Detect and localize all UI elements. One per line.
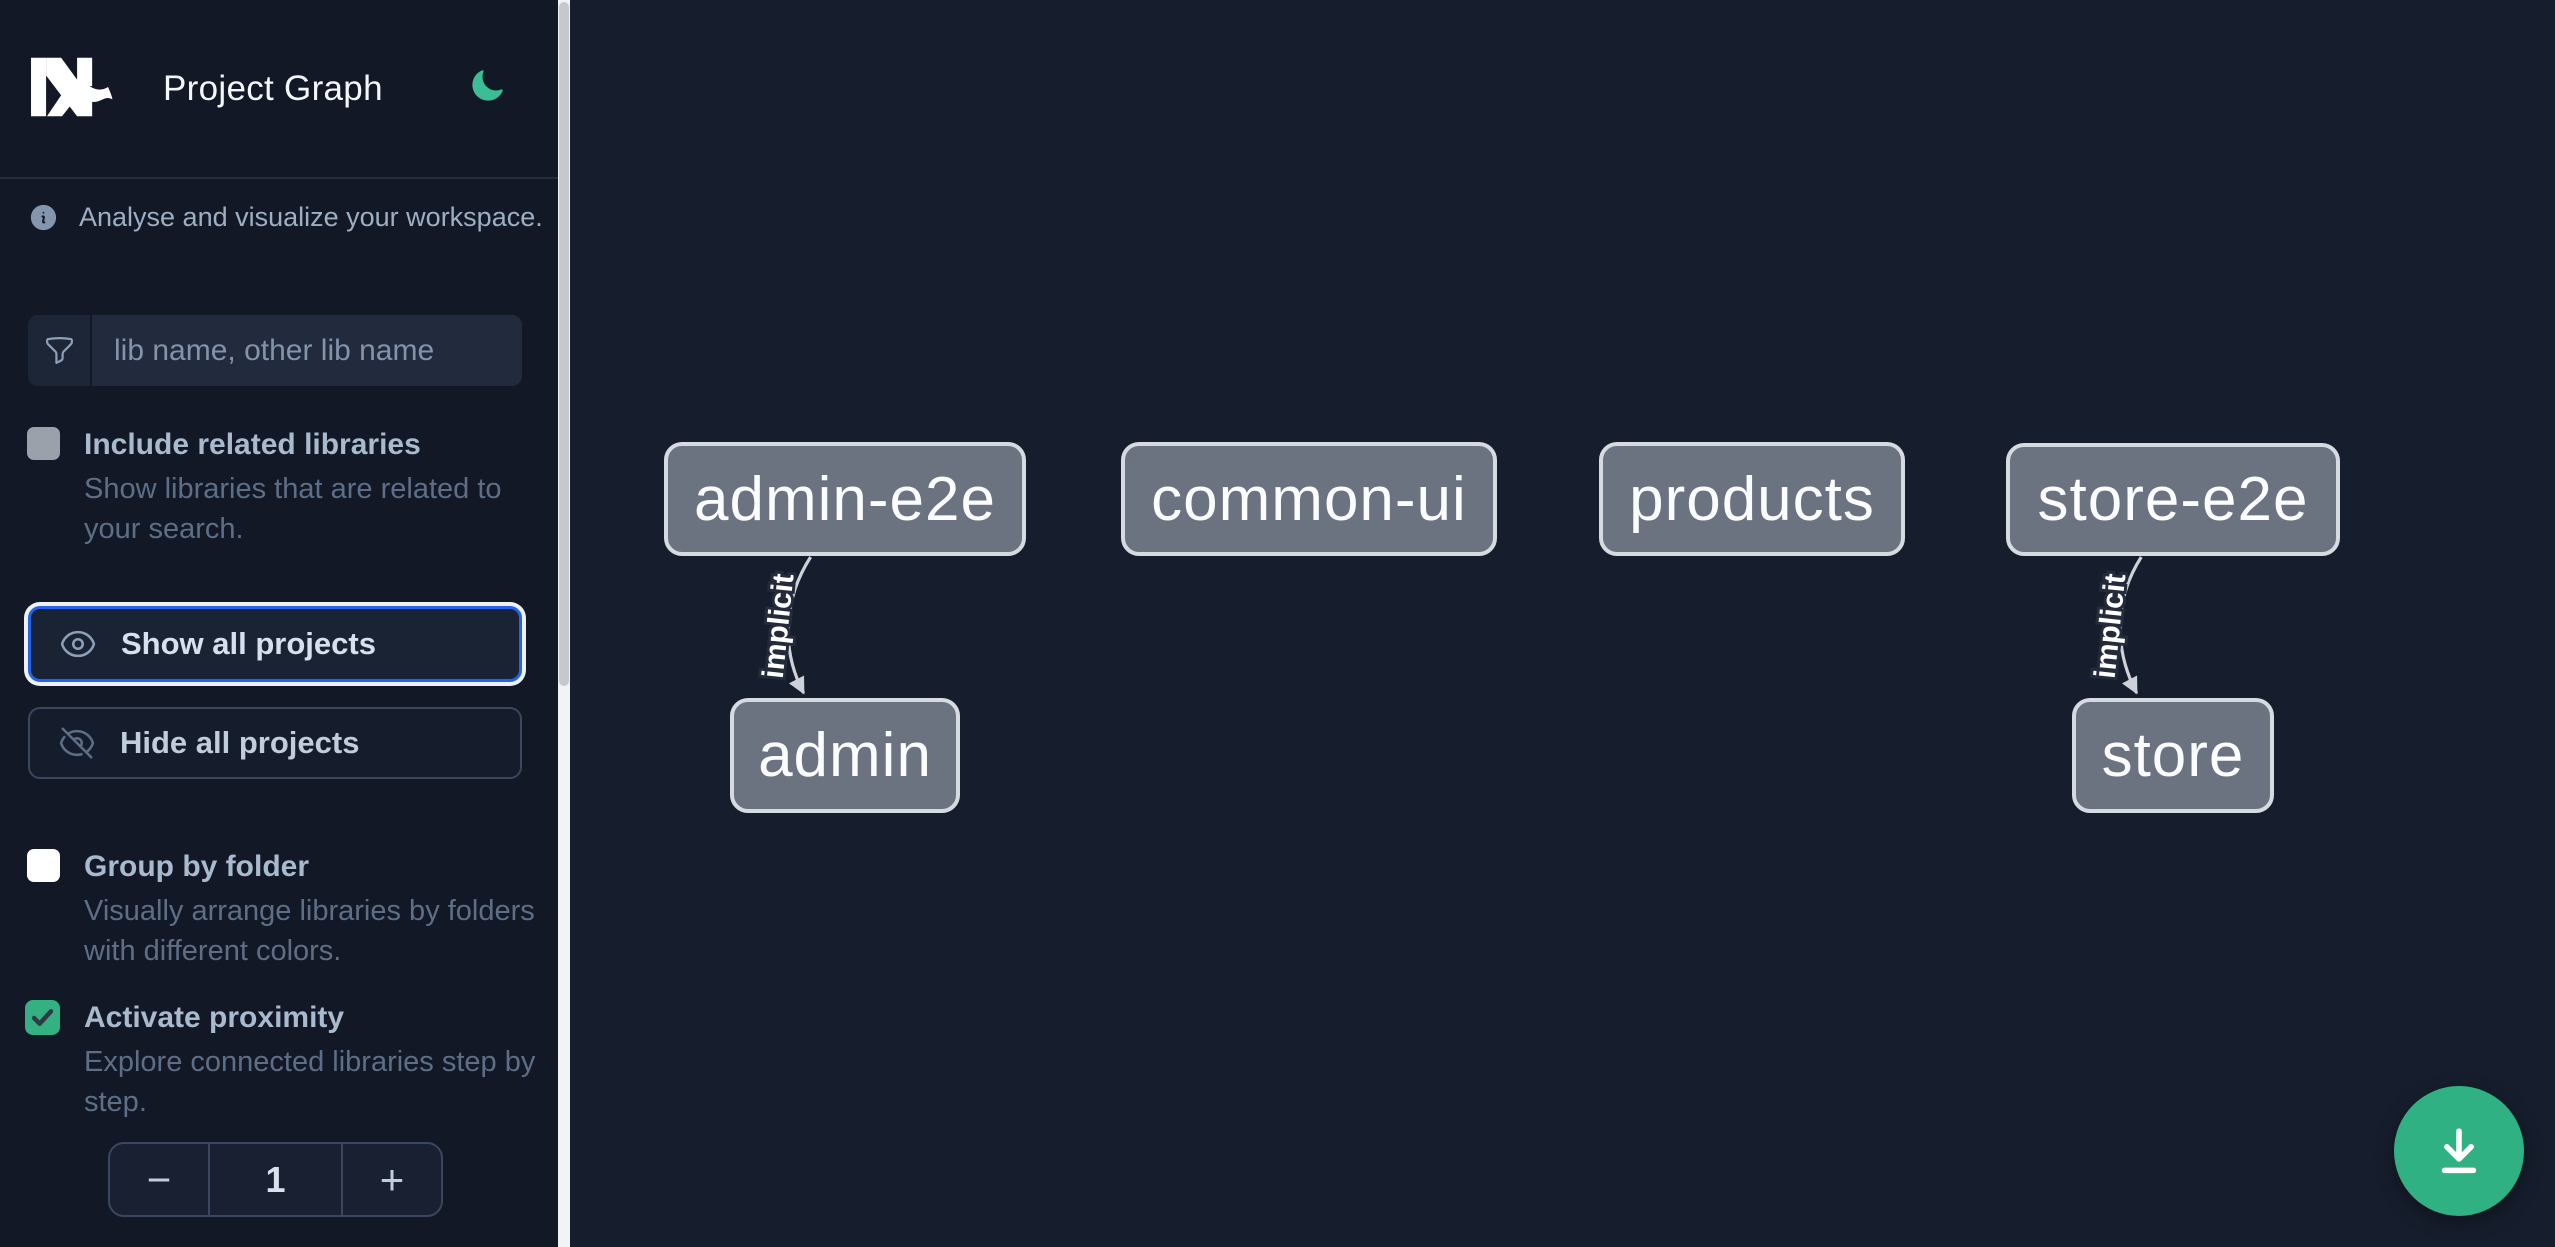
group-by-folder-label: Group by folder	[84, 850, 309, 883]
proximity-value: 1	[208, 1144, 343, 1215]
workspace-tagline: Analyse and visualize your workspace.	[79, 202, 543, 232]
moon-icon	[472, 69, 503, 101]
activate-proximity-label: Activate proximity	[84, 1001, 345, 1034]
group-by-folder-description: Visually arrange libraries by folders wi…	[84, 895, 535, 967]
sidebar-scrollbar-track	[558, 0, 570, 1247]
info-row: Analyse and visualize your workspace.	[28, 202, 543, 233]
option-group-by-folder: Group by folder Visually arrange librari…	[27, 849, 535, 971]
lib-filter-input[interactable]	[92, 315, 522, 386]
hide-all-projects-label: Hide all projects	[120, 725, 360, 760]
header-divider	[0, 177, 558, 179]
download-graph-button[interactable]	[2394, 1086, 2524, 1216]
graph-node-store-e2e[interactable]: store-e2e	[2006, 443, 2340, 556]
sidebar-scrollbar-thumb[interactable]	[559, 2, 569, 686]
funnel-icon	[45, 337, 73, 364]
graph-node-common-ui[interactable]: common-ui	[1121, 442, 1497, 556]
option-include-related: Include related libraries Show libraries…	[27, 427, 527, 549]
filter-box	[28, 315, 522, 386]
show-all-projects-button[interactable]: Show all projects	[28, 606, 522, 682]
graph-node-admin[interactable]: admin	[730, 698, 960, 813]
download-icon	[2441, 1128, 2477, 1174]
graph-node-products[interactable]: products	[1599, 442, 1905, 556]
info-icon	[30, 204, 57, 231]
option-activate-proximity: Activate proximity Explore connected lib…	[25, 1000, 535, 1122]
page-title: Project Graph	[163, 69, 383, 108]
nx-logo	[31, 57, 113, 117]
include-related-checkbox[interactable]	[27, 427, 60, 460]
show-all-projects-label: Show all projects	[121, 626, 376, 661]
proximity-increment-button[interactable]: +	[343, 1144, 441, 1215]
graph-node-admin-e2e[interactable]: admin-e2e	[664, 442, 1026, 556]
proximity-decrement-button[interactable]: −	[110, 1144, 208, 1215]
include-related-label: Include related libraries	[84, 428, 421, 461]
graph-node-store[interactable]: store	[2072, 698, 2274, 813]
edge-label-implicit: implicit	[757, 572, 801, 680]
group-by-folder-checkbox[interactable]	[27, 849, 60, 882]
activate-proximity-description: Explore connected libraries step by step…	[84, 1046, 536, 1118]
activate-proximity-checkbox[interactable]	[25, 1000, 60, 1035]
eye-icon	[60, 630, 96, 658]
theme-toggle-button[interactable]	[464, 64, 510, 110]
eye-slash-icon	[59, 727, 95, 759]
edge-store-e2e-store	[2118, 556, 2143, 695]
hide-all-projects-button[interactable]: Hide all projects	[28, 707, 522, 779]
check-icon	[31, 1009, 54, 1026]
include-related-description: Show libraries that are related to your …	[84, 473, 502, 545]
sidebar: Project Graph Analyse and visualize your…	[0, 0, 558, 1247]
filter-icon-cell	[28, 315, 92, 386]
edge-admin-e2e-admin	[786, 556, 812, 695]
proximity-stepper: − 1 +	[108, 1142, 443, 1217]
